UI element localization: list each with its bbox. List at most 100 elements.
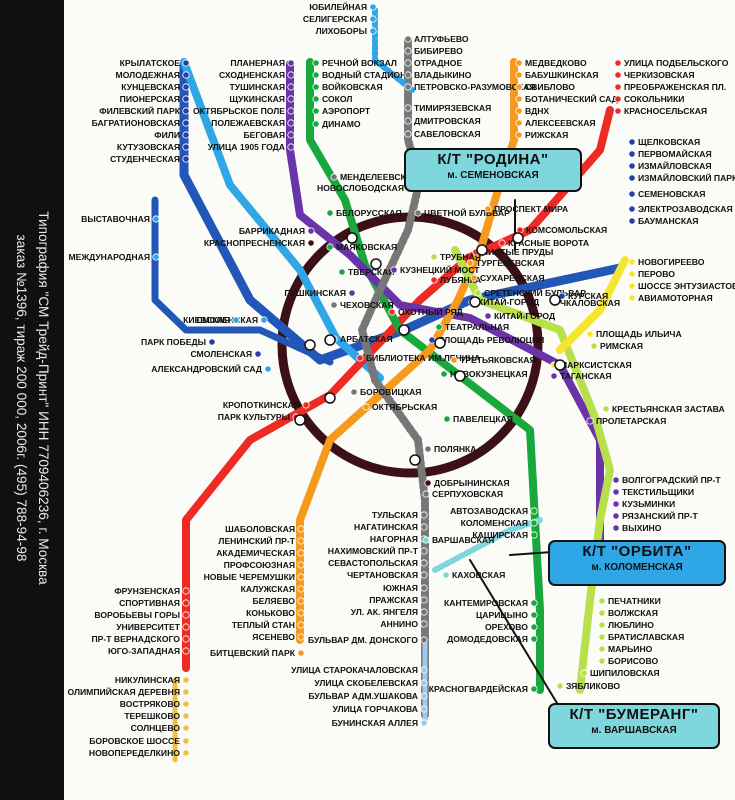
line-tagansko-krasnopresnenskaya: [286, 60, 604, 544]
station-dot: [420, 571, 428, 579]
station-label: КРОПОТКИНСКАЯ: [223, 400, 300, 410]
station-label: ДИНАМО: [322, 119, 361, 129]
transfer-node: [476, 244, 488, 256]
station-label: БОРОВИЦКАЯ: [360, 387, 421, 397]
transfer-node: [346, 232, 358, 244]
station-label: БЕЛЯЕВО: [252, 596, 295, 606]
station-label: АЛЕКСАНДРОВСКИЙ САД: [151, 363, 262, 374]
station-label: БАУМАНСКАЯ: [638, 216, 698, 226]
station-dot: [287, 59, 295, 67]
station-dot: [312, 107, 320, 115]
station-label: ПЛАНЕРНАЯ: [230, 58, 285, 68]
station-label: БОРИСОВО: [608, 656, 658, 666]
station-dot: [312, 59, 320, 67]
station-label: КАХОВСКАЯ: [452, 570, 505, 580]
station-dot: [254, 350, 262, 358]
station-dot: [369, 27, 377, 35]
station-label: ПЛОЩАДЬ ИЛЬИЧА: [596, 329, 682, 339]
station-dot: [530, 519, 538, 527]
station-label: ИЗМАЙЛОВСКАЯ: [638, 160, 712, 171]
line-kakhovskaya: [432, 517, 543, 573]
station-label: СМОЛЕНСКАЯ: [196, 315, 258, 325]
station-dot: [312, 120, 320, 128]
station-label: ЗЯБЛИКОВО: [566, 681, 620, 691]
station-label: ВЫХИНО: [622, 523, 662, 533]
station-label: НОВОСЛОБОДСКАЯ: [317, 183, 404, 193]
station-label: ВОДНЫЙ СТАДИОН: [322, 69, 406, 80]
station-dot: [515, 83, 523, 91]
station-dot: [420, 679, 428, 687]
station-dot: [515, 71, 523, 79]
station-label: КУТУЗОВСКАЯ: [117, 142, 180, 152]
station-label: ПРОЛЕТАРСКАЯ: [596, 416, 666, 426]
station-label: САВЕЛОВСКАЯ: [414, 129, 481, 139]
station-label: АВИАМОТОРНАЯ: [638, 293, 713, 303]
station-dot: [612, 488, 620, 496]
station-label: РИЖСКАЯ: [525, 130, 568, 140]
transfer-node: [512, 232, 524, 244]
station-dot: [515, 131, 523, 139]
cinema-bumerang-box: К/Т "БУМЕРАНГ" м. ВАРШАВСКАЯ: [548, 703, 720, 749]
station-dot: [297, 549, 305, 557]
station-dot: [614, 59, 622, 67]
station-label: МАРКСИСТСКАЯ: [560, 360, 632, 370]
station-label: ВОЛГОГРАДСКИЙ ПР-Т: [622, 474, 721, 485]
station-label: ШИПИЛОВСКАЯ: [590, 668, 660, 678]
station-label: КАЛУЖСКАЯ: [241, 584, 295, 594]
station-dot: [297, 561, 305, 569]
station-dot: [297, 649, 305, 657]
station-dot: [586, 330, 594, 338]
cinema-orbita-pointer: [509, 551, 553, 556]
station-dot: [598, 609, 606, 617]
station-dot: [628, 217, 636, 225]
station-label: КОМСОМОЛЬСКАЯ: [526, 225, 607, 235]
station-dot: [182, 623, 190, 631]
station-dot: [182, 599, 190, 607]
station-label: МЕЖДУНАРОДНАЯ: [68, 252, 150, 262]
station-dot: [307, 227, 315, 235]
transfer-node: [469, 296, 481, 308]
station-label: ДМИТРОВСКАЯ: [414, 116, 481, 126]
station-dot: [404, 71, 412, 79]
station-dot: [420, 636, 428, 644]
station-label: ЧЕРТАНОВСКАЯ: [347, 570, 418, 580]
station-label: УЛИЦА 1905 ГОДА: [208, 142, 285, 152]
station-dot: [516, 226, 524, 234]
station-dot: [628, 190, 636, 198]
station-dot: [498, 239, 506, 247]
station-label: ПРОФСОЮЗНАЯ: [224, 560, 295, 570]
station-label: ВАРШАВСКАЯ: [432, 535, 494, 545]
station-dot: [598, 657, 606, 665]
station-dot: [602, 405, 610, 413]
station-dot: [628, 270, 636, 278]
station-label: НОВОКУЗНЕЦКАЯ: [450, 369, 528, 379]
station-label: СЕЛИГЕРСКАЯ: [303, 14, 367, 24]
station-label: ЛИХОБОРЫ: [316, 26, 367, 36]
station-label: ТУРГЕНЕВСКАЯ: [476, 258, 545, 268]
station-label: ДОМОДЕДОВСКАЯ: [447, 634, 528, 644]
station-dot: [287, 95, 295, 103]
station-label: ПРОСПЕКТ МИРА: [494, 204, 568, 214]
station-label: ЛЕНИНСКИЙ ПР-Т: [218, 535, 295, 546]
station-dot: [356, 354, 364, 362]
station-label: ФИЛИ: [154, 130, 180, 140]
station-dot: [420, 692, 428, 700]
station-dot: [260, 316, 268, 324]
station-dot: [287, 143, 295, 151]
station-dot: [430, 276, 438, 284]
station-dot: [530, 623, 538, 631]
station-dot: [330, 173, 338, 181]
station-label: ТЕКСТИЛЬЩИКИ: [622, 487, 694, 497]
station-label: КАШИРСКАЯ: [472, 530, 528, 540]
station-dot: [362, 403, 370, 411]
station-label: ШАБОЛОВСКАЯ: [225, 524, 295, 534]
station-label: МАЯКОВСКАЯ: [336, 242, 397, 252]
station-label: БАГРАТИОНОВСКАЯ: [92, 118, 180, 128]
station-dot: [182, 635, 190, 643]
station-dot: [612, 512, 620, 520]
station-label: ВОЛЖСКАЯ: [608, 608, 658, 618]
station-dot: [435, 323, 443, 331]
transfer-node: [294, 414, 306, 426]
station-label: БРАТИСЛАВСКАЯ: [608, 632, 684, 642]
line-arbatsko-branch: [151, 196, 334, 366]
